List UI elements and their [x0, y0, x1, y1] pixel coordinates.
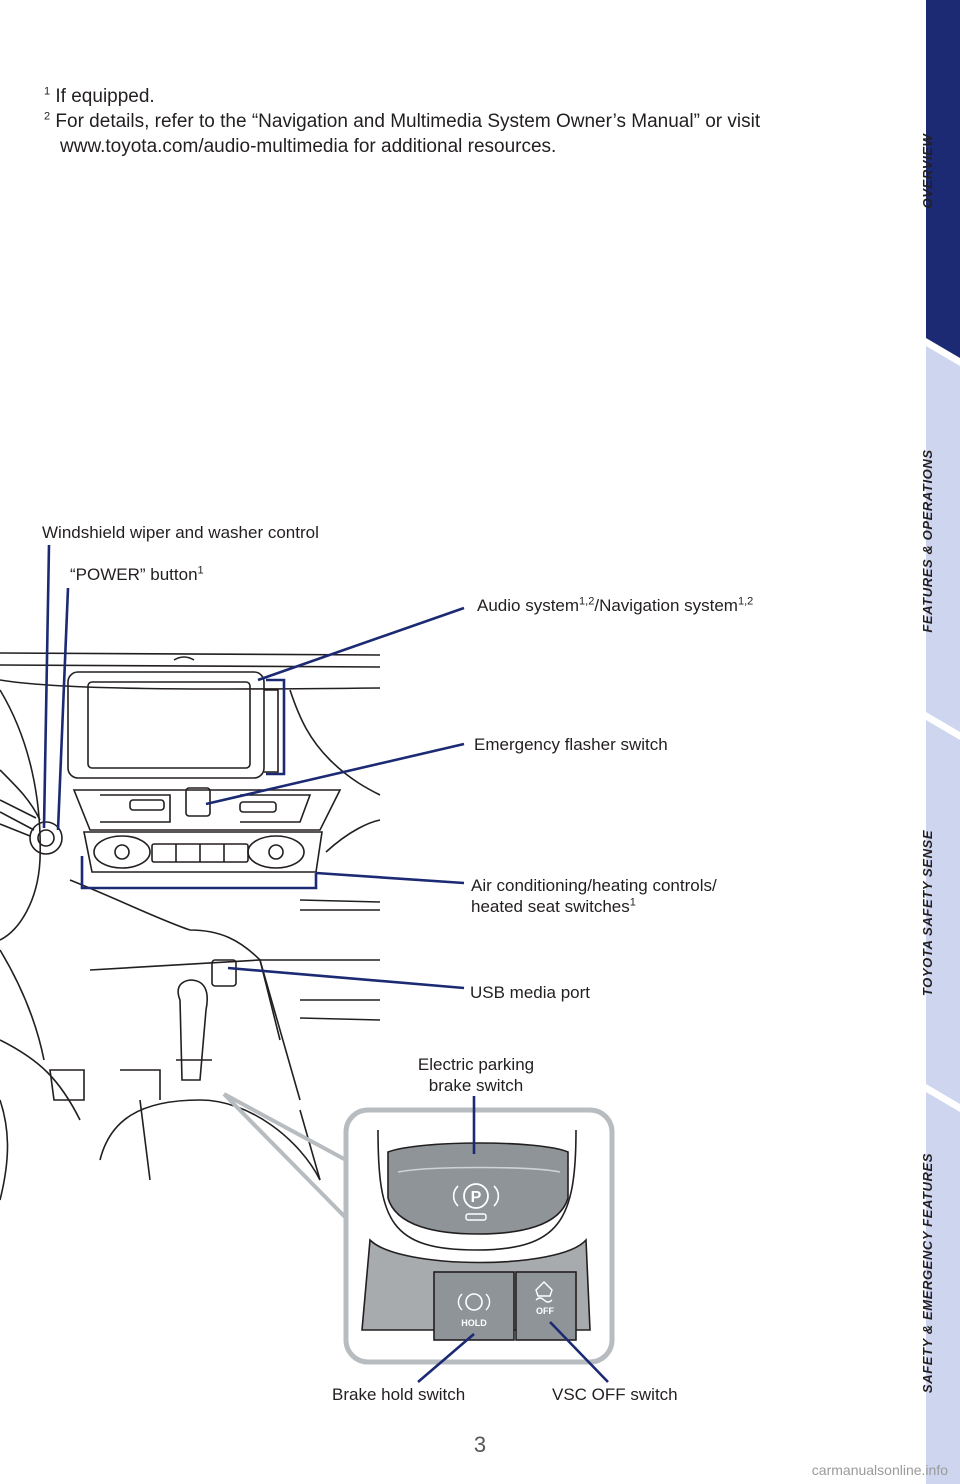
footnote-2: 2 For details, refer to the “Navigation … [44, 110, 761, 157]
parking-brake-icon: P [452, 1183, 500, 1221]
callout-line-vsc-off [549, 1321, 609, 1383]
tab-shape-features [926, 346, 960, 732]
audio-system-label: Audio system1,2/Navigation system1,2 [477, 595, 754, 615]
watermark: carmanualsonline.info [811, 1462, 948, 1478]
tab-shape-overview [926, 0, 960, 358]
vsc-off-label: VSC OFF switch [552, 1385, 678, 1404]
brake-hold-icon-label: HOLD [461, 1318, 487, 1328]
dashboard-line-art [0, 652, 381, 1201]
callout-line-wiper [42, 544, 51, 829]
bracket-audio [266, 678, 286, 776]
bracket-ac [80, 856, 318, 890]
brake-hold-icon: HOLD [457, 1293, 491, 1328]
emergency-flasher-label: Emergency flasher switch [474, 735, 668, 754]
air-conditioning-label: Air conditioning/heating controls/heated… [471, 876, 717, 916]
tab-shape-emergency [926, 1092, 960, 1484]
callout-line-flasher [205, 742, 465, 806]
page-number: 3 [473, 1432, 487, 1457]
switch-panel [361, 1129, 591, 1341]
power-button-label: “POWER” button1 [70, 564, 204, 584]
usb-port-label: USB media port [470, 983, 590, 1002]
inset-frame [222, 1092, 615, 1365]
tab-features-operations[interactable]: FEATURES & OPERATIONS [920, 449, 935, 633]
vsc-off-icon-label: OFF [536, 1306, 554, 1316]
callout-line-audio [257, 606, 465, 682]
section-tabs: OVERVIEW FEATURES & OPERATIONS TOYOTA SA… [920, 0, 960, 1484]
callout-line-usb [227, 966, 465, 990]
tab-overview[interactable]: OVERVIEW [920, 133, 935, 209]
brake-hold-label: Brake hold switch [332, 1385, 466, 1404]
callout-line-brake-hold [417, 1333, 475, 1383]
tab-shape-safety-sense [926, 720, 960, 1104]
tab-shapes [926, 0, 960, 1484]
callout-lines [42, 544, 609, 1383]
vsc-off-icon: OFF [535, 1281, 554, 1316]
wiper-label: Windshield wiper and washer control [42, 523, 319, 542]
callout-line-ac [315, 871, 465, 885]
footnotes: 1 If equipped. 2 For details, refer to t… [44, 84, 824, 159]
footnote-1: 1 If equipped. [44, 85, 155, 107]
tab-safety-emergency-features[interactable]: SAFETY & EMERGENCY FEATURES [920, 1152, 935, 1394]
tab-toyota-safety-sense[interactable]: TOYOTA SAFETY SENSE [920, 829, 935, 997]
parking-brake-icon-letter: P [471, 1189, 482, 1206]
callout-line-power [56, 587, 70, 831]
